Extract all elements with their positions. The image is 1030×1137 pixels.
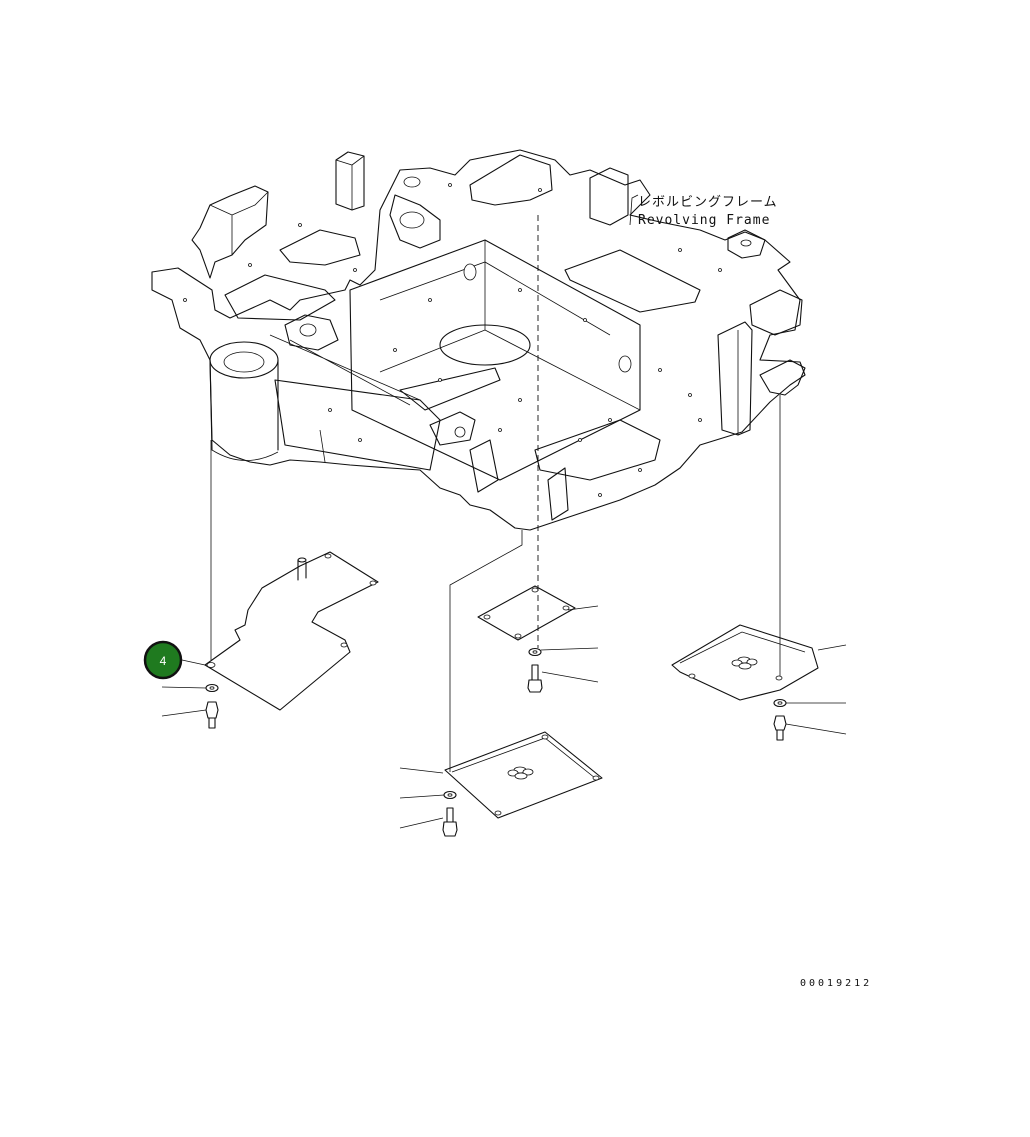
washers-and-bolts xyxy=(205,647,787,837)
part-callout-4[interactable]: 4 xyxy=(143,640,183,680)
washer-center xyxy=(528,647,542,657)
callout-bubble[interactable] xyxy=(143,640,183,680)
callout-number: 4 xyxy=(160,654,167,668)
frame-label-english: Revolving Frame xyxy=(638,213,770,228)
cover-plate-right xyxy=(671,624,819,701)
drawing-number: 00019212 xyxy=(800,978,872,989)
cover-plate-center-small xyxy=(477,585,576,641)
callout-leader-lines xyxy=(161,194,847,829)
bolt-left xyxy=(205,701,219,729)
revolving-frame xyxy=(151,149,806,531)
reference-lines xyxy=(210,395,781,772)
bolt-right xyxy=(773,715,787,741)
cover-plate-bottom xyxy=(444,731,603,819)
frame-label-japanese: レボルビングフレーム xyxy=(638,195,778,210)
cover-plate-left xyxy=(204,551,379,711)
bolt-bottom xyxy=(442,807,458,837)
frame-bolt-holes xyxy=(183,183,722,497)
bolt-center xyxy=(527,664,543,693)
